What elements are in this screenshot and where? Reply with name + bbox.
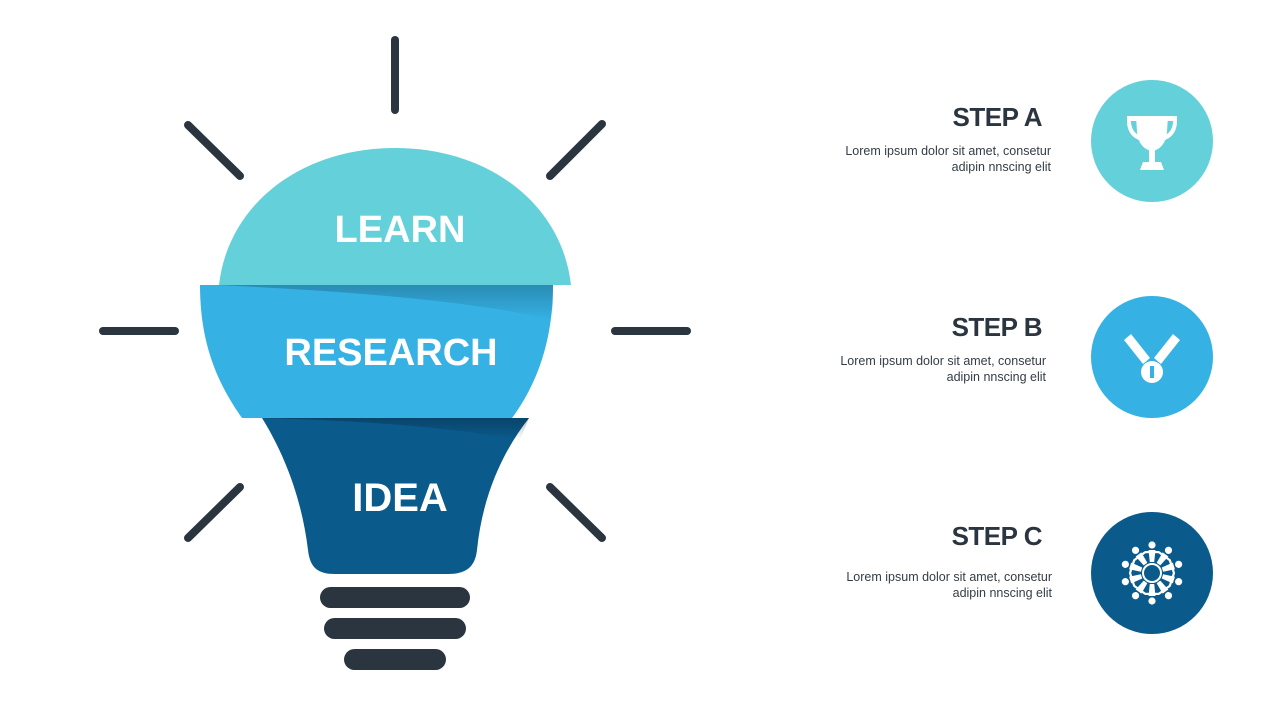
bulb-base — [320, 587, 470, 670]
step-a-icon-circle — [1091, 80, 1213, 202]
person-figure — [1156, 546, 1173, 566]
step-b-desc-line2: adipin nnscing elit — [946, 370, 1046, 384]
research-fold-shadow — [215, 285, 553, 320]
step-a-description: Lorem ipsum dolor sit amet, consetur adi… — [751, 143, 1051, 175]
base-bar-3 — [344, 649, 446, 670]
person-figure — [1145, 541, 1159, 562]
light-rays — [99, 36, 691, 542]
person-figure — [1131, 546, 1148, 566]
step-c-desc-line2: adipin nnscing elit — [952, 586, 1052, 600]
ray-top-right — [546, 120, 606, 180]
medal-icon — [1124, 334, 1180, 383]
person-figure — [1121, 572, 1143, 587]
person-figure — [1145, 584, 1159, 605]
person-figure — [1161, 559, 1183, 574]
person-figure — [1156, 580, 1173, 600]
step-a-title: STEP A — [952, 102, 1043, 132]
base-bar-1 — [320, 587, 470, 608]
step-c-title: STEP C — [951, 521, 1043, 551]
person-figure — [1161, 572, 1183, 587]
base-bar-2 — [324, 618, 466, 639]
team-center-ring — [1142, 563, 1162, 583]
person-figure — [1121, 559, 1143, 574]
person-figure — [1131, 580, 1148, 600]
bulb-segment-idea: IDEA — [262, 418, 529, 574]
step-c-description: Lorem ipsum dolor sit amet, consetur adi… — [752, 569, 1052, 601]
bulb-segment-research: RESEARCH — [200, 285, 553, 418]
step-c-icon-circle — [1091, 512, 1213, 634]
learn-label: LEARN — [335, 209, 466, 251]
step-b-desc-line1: Lorem ipsum dolor sit amet, consetur — [840, 354, 1046, 368]
research-label: RESEARCH — [284, 332, 497, 374]
step-b-title: STEP B — [951, 312, 1043, 342]
step-a-desc-line2: adipin nnscing elit — [951, 160, 1051, 174]
trophy-icon — [1127, 116, 1177, 170]
step-a-desc-line1: Lorem ipsum dolor sit amet, consetur — [845, 144, 1051, 158]
step-b-icon-circle — [1091, 296, 1213, 418]
lightbulb-diagram: LEARN RESEARCH IDEA — [99, 36, 691, 670]
ray-bottom-right — [546, 483, 606, 542]
step-b-description: Lorem ipsum dolor sit amet, consetur adi… — [746, 353, 1046, 385]
learn-shape — [219, 148, 571, 285]
idea-fold-shadow — [262, 418, 529, 440]
idea-shape — [262, 418, 529, 574]
idea-label: IDEA — [352, 476, 448, 520]
ray-top-left — [184, 121, 244, 180]
step-c-desc-line1: Lorem ipsum dolor sit amet, consetur — [846, 570, 1052, 584]
bulb-segment-learn: LEARN — [219, 148, 571, 285]
team-circle-icon — [1121, 541, 1183, 605]
ray-bottom-left — [184, 483, 244, 542]
research-shape — [200, 285, 553, 418]
